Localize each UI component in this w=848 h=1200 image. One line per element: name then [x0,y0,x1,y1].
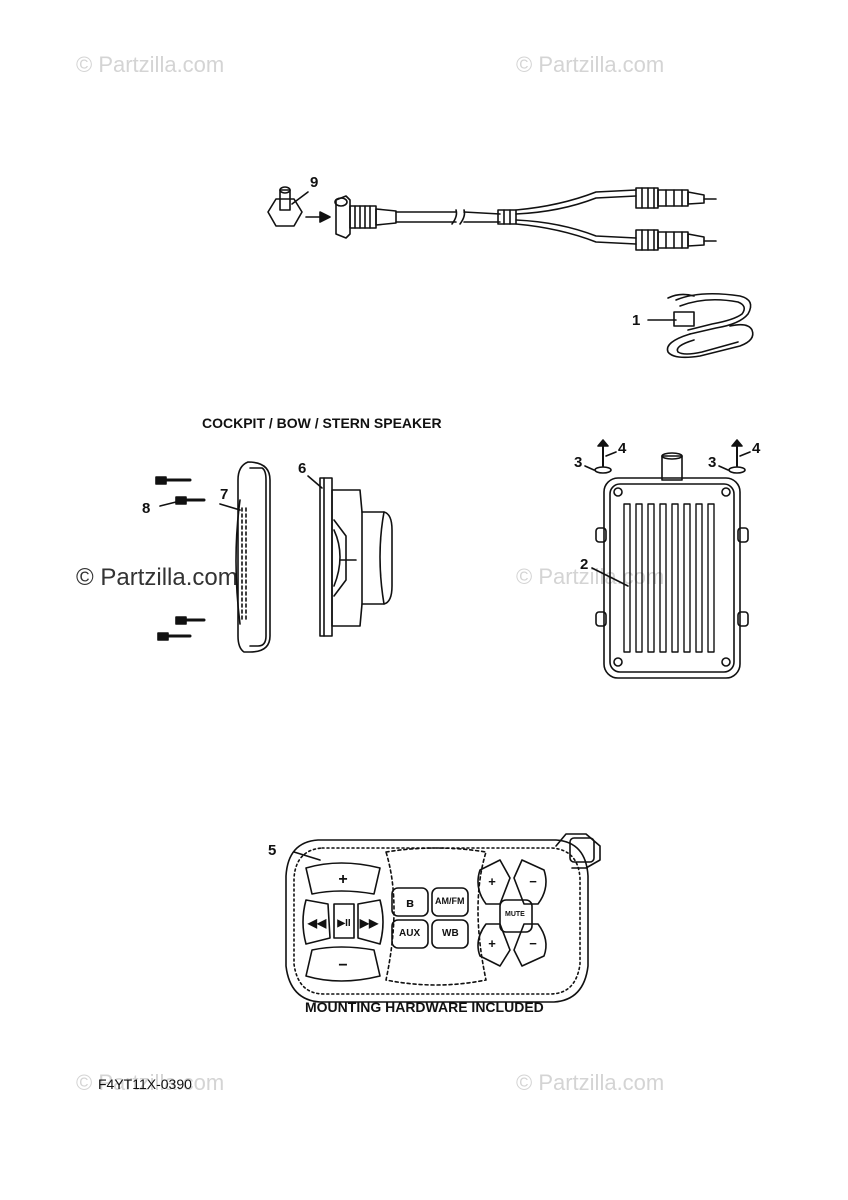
speaker [307,475,393,637]
watermark-top-right: © Partzilla.com [516,52,665,77]
watermark-bottom-right: © Partzilla.com [516,1070,665,1095]
callout-6: 6 [298,460,307,477]
amplifier [591,452,749,679]
callout-9: 9 [310,174,319,191]
remote-mute-label: MUTE [505,911,525,918]
watermark-bottom-left: © Partzilla.com [76,1070,225,1095]
svg-text:−: − [529,936,537,951]
callout-2: 2 [580,556,589,573]
svg-text:+: + [338,871,347,888]
wire-harness [647,292,754,359]
aux-cable-assembly [267,186,717,251]
svg-text:ʙ: ʙ [406,895,414,910]
speaker-grille [219,461,271,653]
watermark-middle-right: © Partzilla.com [516,564,665,589]
diagram-code: F4YT11X-0390 [98,1076,192,1092]
svg-text:▶II: ▶II [336,918,350,929]
svg-text:+: + [488,936,496,951]
svg-text:▶▶: ▶▶ [359,916,379,930]
callout-3-right: 3 [708,454,717,471]
callout-7: 7 [220,486,229,503]
callout-8: 8 [142,500,151,517]
remote-aux-label: AUX [399,928,421,939]
speaker-group-caption: COCKPIT / BOW / STERN SPEAKER [202,415,442,431]
remote-am-fm-label: AM/FM [435,896,465,906]
callout-3-left: 3 [574,454,583,471]
watermark-top-left: © Partzilla.com [76,52,225,77]
callout-5: 5 [268,842,277,859]
svg-text:−: − [338,957,347,974]
callout-1: 1 [632,312,641,329]
amp-mount-hardware [584,439,751,474]
remote-control [285,833,601,1003]
svg-text:+: + [488,874,496,889]
callout-4-right: 4 [752,440,761,457]
callout-4-left: 4 [618,440,627,457]
svg-text:−: − [529,874,537,889]
watermark-middle-left: © Partzilla.com [76,564,238,591]
mounting-hardware-caption: MOUNTING HARDWARE INCLUDED [305,999,544,1015]
remote-wb-label: WB [442,928,459,939]
speaker-screws [155,476,206,641]
svg-text:◀◀: ◀◀ [307,916,327,930]
